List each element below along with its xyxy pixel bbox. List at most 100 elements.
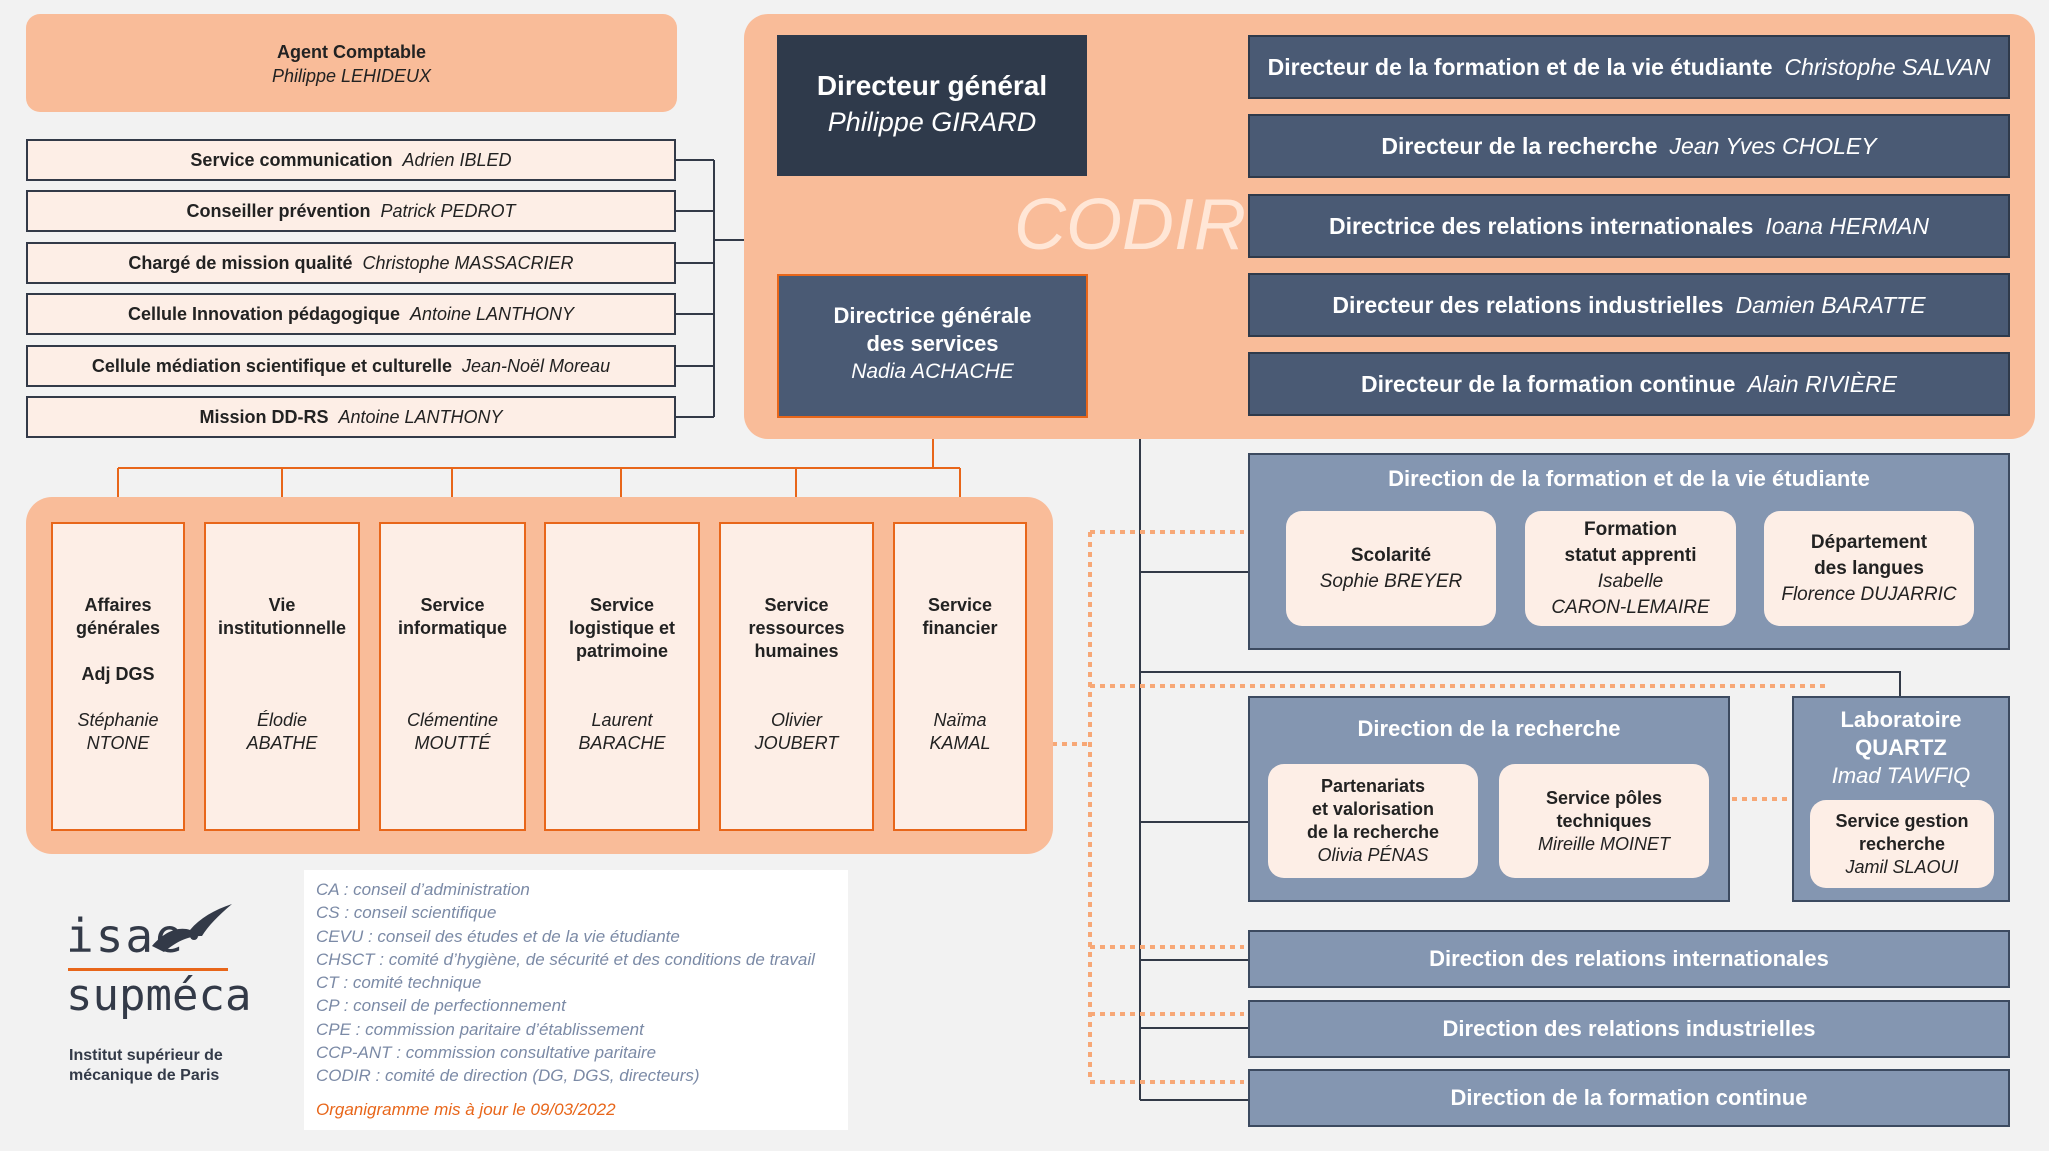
service-label-line1: Service [589,595,655,615]
directeur-general-box: Directeur général Philippe GIRARD [777,35,1087,176]
staff-role: Conseiller prévention [186,201,371,221]
staff-name: Jean-Noël Moreau [462,356,611,376]
legend-item: CHSCT : comité d’hygiène, de sécurité et… [316,949,815,969]
services-area [26,497,1053,854]
dg-role: Directeur général [816,70,1048,101]
update-date: Organigramme mis à jour le 09/03/2022 [316,1099,616,1119]
agent-comptable-box: Agent Comptable Philippe LEHIDEUX [26,14,677,112]
service-label-line2: ressources [748,618,845,638]
codir-label: CODIR [1014,185,1246,265]
unit-scolarite: Scolarité Sophie BREYER [1286,511,1496,626]
director-name: Damien BARATTE [1735,292,1926,318]
staff-role: Service communication [190,150,393,170]
unit-label-line1: Département [1810,531,1928,553]
direction-title: Direction de la recherche [1357,716,1621,741]
service-informatique: Service informatique Clémentine MOUTTÉ [379,522,526,831]
director-name: Christophe SALVAN [1784,54,1991,80]
dg-name: Philippe GIRARD [827,107,1037,137]
direction-formation-continue-bar: Direction de la formation continue [1248,1069,2010,1127]
service-label-line1: Affaires [84,595,152,615]
logo-subtitle-line2: mécanique de Paris [69,1067,220,1084]
service-name-line1: Naïma [933,710,987,730]
staff-box-ddrs: Mission DD-RS Antoine LANTHONY [26,396,676,438]
staff-name: Christophe MASSACRIER [362,253,574,273]
service-name-line1: Clémentine [406,710,499,730]
unit-label-line1: Partenariats [1320,776,1426,796]
service-financier: Service financier Naïma KAMAL [893,522,1027,831]
service-label-line1: Vie [268,595,296,615]
staff-role: Cellule médiation scientifique et cultur… [91,356,452,376]
quartz-label-line2: QUARTZ [1855,735,1947,760]
director-role: Directeur de la formation et de la vie é… [1267,54,1773,80]
unit-name: Olivia PÉNAS [1317,845,1429,865]
unit-label-line2: statut apprenti [1564,544,1697,566]
service-name-line2: KAMAL [929,733,991,753]
director-role: Directeur des relations industrielles [1332,292,1724,318]
staff-box-prevention: Conseiller prévention Patrick PEDROT [26,190,676,232]
unit-label-line1: Formation [1584,518,1677,540]
legend-item: CT : comité technique [316,973,482,993]
service-affaires-generales: Affaires générales Adj DGS Stéphanie NTO… [51,522,185,831]
service-label-line2: logistique et [568,618,675,638]
staff-role: Chargé de mission qualité [128,253,353,273]
unit-name: Florence DUJARRIC [1781,583,1957,605]
director-recherche: Directeur de la recherche Jean Yves CHOLE… [1248,114,2010,178]
service-extra: Adj DGS [81,664,155,684]
unit-label-line2: recherche [1858,833,1946,854]
staff-name: Antoine LANTHONY [338,407,503,427]
staff-box-qualite: Chargé de mission qualité Christophe MASS… [26,242,676,284]
service-label-line1: Service [927,595,993,615]
director-role: Directeur de la recherche [1381,133,1658,159]
bird-logo-icon [152,904,232,952]
director-name: Ioana HERMAN [1765,213,1929,239]
director-role: Directrice des relations internationales [1328,213,1754,239]
legend-item: CODIR : comité de direction (DG, DGS, di… [316,1066,700,1086]
director-name: Alain RIVIÈRE [1747,371,1897,397]
service-name-line2: BARACHE [578,733,666,753]
dgs-role-line2: des services [866,331,999,356]
service-label-line2: informatique [397,618,507,638]
unit-poles-techniques: Service pôles techniques Mireille MOINET [1499,764,1709,878]
quartz-director-name: Imad TAWFIQ [1831,763,1971,788]
unit-label-line2: techniques [1556,810,1652,831]
dgs-name: Nadia ACHACHE [851,360,1014,383]
service-name-line1: Élodie [256,710,308,730]
director-formation: Directeur de la formation et de la vie é… [1248,35,2010,99]
direction-relations-internationales-bar: Direction des relations internationales [1248,930,2010,988]
service-label-line2: institutionnelle [218,618,346,638]
service-label-line1: Service [420,595,485,615]
unit-name: Mireille MOINET [1537,833,1670,854]
director-role: Directeur de la formation continue [1360,371,1736,397]
service-name-line2: ABATHE [246,733,318,753]
service-label-line1: Service [764,595,829,615]
service-name-line1: Laurent [591,710,653,730]
unit-formation-apprenti: Formation statut apprenti Isabelle CARON… [1525,511,1736,626]
service-name-line2: NTONE [86,733,150,753]
staff-role: Cellule Innovation pédagogique [127,304,400,324]
legend-box: CA : conseil d’administration CS : conse… [304,870,848,1130]
legend-item: CA : conseil d’administration [316,880,530,899]
staff-role: Mission DD-RS [199,407,329,427]
service-label-line2: financier [922,618,998,638]
service-label-line3: patrimoine [575,641,668,661]
unit-name: Jamil SLAOUI [1845,856,1959,877]
director-name: Jean Yves CHOLEY [1669,133,1877,159]
unit-label-line1: Service pôles [1545,787,1663,808]
unit-label-line2: des langues [1814,557,1924,579]
logo-supmeca: supméca [66,970,252,1021]
staff-name: Patrick PEDROT [380,201,516,221]
staff-name: Antoine LANTHONY [409,304,575,324]
staff-box-innovation: Cellule Innovation pédagogique Antoine LA… [26,293,676,335]
direction-relations-industrielles-bar: Direction des relations industrielles [1248,1000,2010,1058]
service-ressources-humaines: Service ressources humaines Olivier JOUB… [719,522,874,831]
unit-label-line3: de la recherche [1306,822,1440,842]
service-vie-institutionnelle: Vie institutionnelle Élodie ABATHE [204,522,360,831]
agent-comptable-role: Agent Comptable [276,42,426,62]
service-name-line1: Stéphanie [77,710,159,730]
unit-label-line1: Service gestion [1835,810,1969,831]
unit-service-gestion-recherche: Service gestion recherche Jamil SLAOUI [1810,800,1994,888]
unit-departement-langues: Département des langues Florence DUJARRI… [1764,511,1974,626]
legend-item: CPE : commission paritaire d’établisseme… [316,1019,644,1039]
legend-item: CS : conseil scientifique [316,903,497,923]
